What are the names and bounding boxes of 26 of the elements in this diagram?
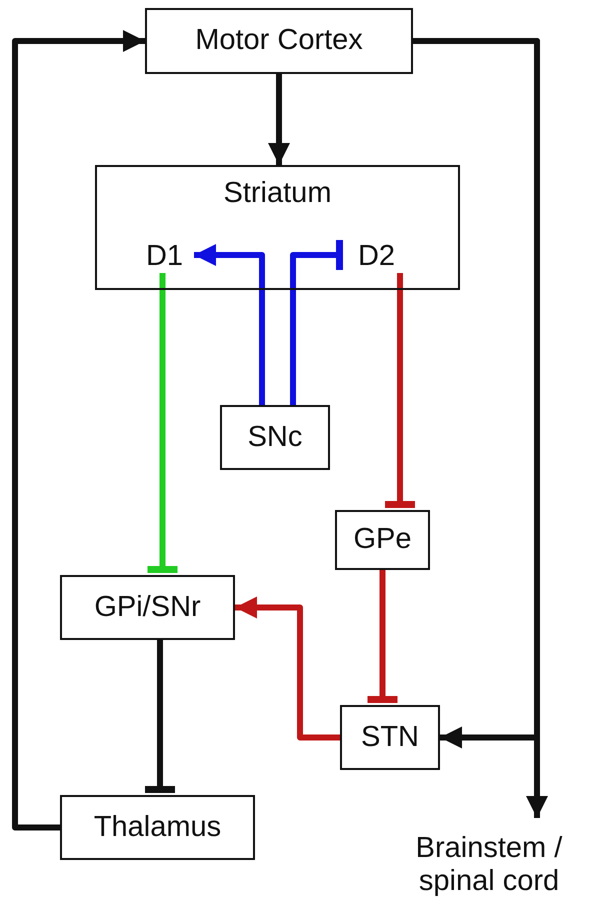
inhibitory-connector <box>148 273 178 573</box>
inhibitory-connector <box>290 240 343 405</box>
process-box <box>220 405 330 470</box>
process-box <box>60 575 235 640</box>
arrow <box>12 30 145 830</box>
box-label: STN <box>361 720 419 754</box>
inhibitory-connector <box>145 640 175 793</box>
box-label: GPi/SNr <box>94 590 201 624</box>
inhibitory-connector <box>368 570 398 703</box>
arrow <box>268 74 290 165</box>
node-label: Brainstem / spinal cord <box>414 832 564 898</box>
inhibitory-connector <box>385 273 415 508</box>
box-label: GPe <box>353 523 412 557</box>
node-label: D1 <box>146 240 184 274</box>
box-label: Thalamus <box>94 810 222 844</box>
process-box <box>340 705 440 770</box>
process-box <box>145 8 413 74</box>
arrow <box>235 596 340 740</box>
box-label: Motor Cortex <box>195 24 363 58</box>
region-box <box>95 165 460 290</box>
process-box <box>335 510 430 570</box>
arrow <box>194 244 265 405</box>
box-label: Striatum <box>224 177 332 210</box>
box-label: SNc <box>248 420 302 454</box>
process-box <box>60 795 255 860</box>
node-label: D2 <box>358 240 396 274</box>
